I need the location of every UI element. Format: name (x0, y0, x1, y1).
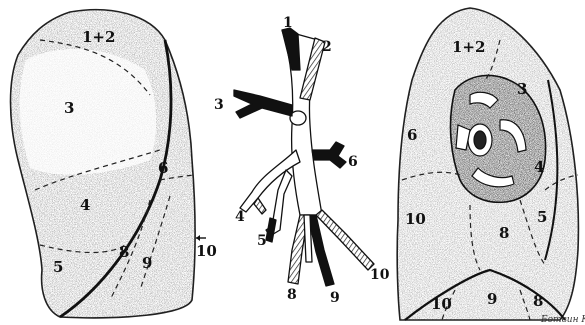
rm-seg-8: 8 (499, 224, 509, 242)
lp-seg-3: 3 (64, 99, 74, 117)
rm-seg-4: 4 (534, 158, 544, 176)
artist-signature: Ботвин К. (540, 315, 585, 325)
bronchial-tree: 1 2 3 4 5 6 8 9 10 (214, 15, 390, 306)
bt-9: 9 (330, 290, 340, 306)
bronchus-mid (304, 215, 312, 262)
left-lung-medial: 1+2 3 4 5 6 8 9 10 10 8 (397, 8, 578, 320)
left-lung-highlight (20, 49, 157, 175)
lp-seg-5: 5 (53, 258, 63, 276)
rm-seg-9: 9 (487, 290, 497, 308)
bt-5: 5 (257, 233, 267, 249)
bronchus-1 (282, 28, 300, 70)
bronchus-4-tip (254, 198, 266, 214)
rm-seg-8b: 8 (533, 292, 543, 310)
rm-seg-1-2: 1+2 (452, 38, 485, 56)
bronchus-4 (240, 150, 300, 212)
bt-10: 10 (370, 267, 390, 283)
bt-1: 1 (283, 15, 293, 31)
rm-seg-3: 3 (517, 80, 527, 98)
lp-seg-6: 6 (158, 159, 168, 177)
bronchus-5-tip (266, 218, 276, 242)
lp-seg-9: 9 (142, 254, 152, 272)
lp-seg-4: 4 (80, 196, 90, 214)
left-lung-lateral: 1+2 3 4 5 6 8 9 10 (11, 10, 217, 318)
lp-seg-1-2: 1+2 (82, 28, 115, 46)
bt-4: 4 (235, 209, 245, 225)
bronchus-3 (234, 90, 292, 118)
bt-3: 3 (214, 97, 224, 113)
bronchus-6 (312, 142, 346, 168)
rm-seg-5: 5 (537, 208, 547, 226)
lp-seg-8: 8 (119, 243, 129, 261)
bt-2: 2 (322, 39, 332, 55)
rm-seg-10b: 10 (431, 295, 452, 313)
rm-seg-10: 10 (405, 210, 426, 228)
bt-6: 6 (348, 154, 358, 170)
rm-seg-6: 6 (407, 126, 417, 144)
lp-seg-10: 10 (196, 242, 217, 260)
bt-8: 8 (287, 287, 297, 303)
left-arrow-head (196, 235, 200, 241)
